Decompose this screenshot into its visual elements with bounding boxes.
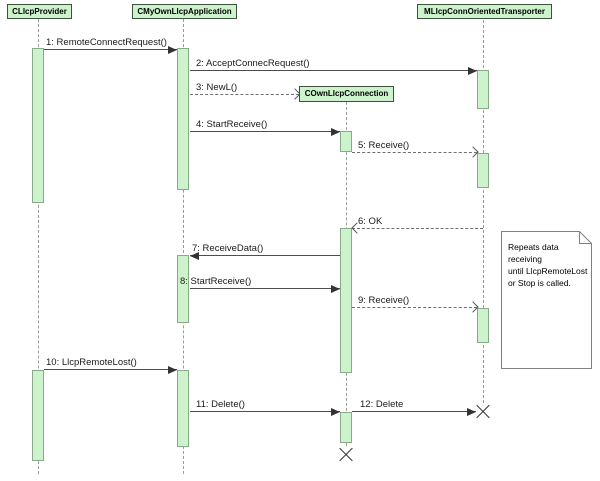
message-7-label: 7: ReceiveData() (192, 243, 264, 254)
message-2-label: 2: AcceptConnecRequest() (196, 58, 310, 69)
message-1-line (44, 49, 177, 50)
arrow-right-icon (168, 46, 177, 54)
message-11-line (190, 411, 340, 412)
message-2-line (190, 70, 477, 71)
message-3-line (190, 94, 299, 95)
arrow-left-icon (190, 252, 199, 260)
lifeline-head-cmyownllcpapplication: CMyOwnLlcpApplication (132, 4, 237, 19)
arrow-right-icon (331, 128, 340, 136)
message-1-label: 1: RemoteConnectRequest() (46, 37, 167, 48)
message-10-line (44, 369, 177, 370)
lifeline-mllcpconnorientedtransporter (483, 20, 484, 403)
arrow-right-icon (331, 408, 340, 416)
message-4-line (190, 131, 340, 132)
activation-connection-2 (340, 228, 352, 373)
message-5-line (352, 152, 477, 153)
message-9-label: 9: Receive() (358, 295, 410, 306)
arrow-right-icon (168, 366, 177, 374)
activation-app-2 (177, 255, 189, 323)
arrow-right-icon (468, 67, 477, 75)
activation-connection-3 (340, 412, 352, 443)
message-8-label: 8: StartReceive() (180, 276, 252, 287)
lifeline-head-label: COwnLlcpConnection (304, 89, 389, 98)
message-5-label: 5: Receive() (358, 140, 410, 151)
message-6-label: 6: OK (358, 216, 383, 227)
message-4-label: 4: StartReceive() (196, 119, 268, 130)
activation-provider-2 (32, 370, 44, 461)
message-9-line (352, 307, 477, 308)
lifeline-head-label: CLlcpProvider (12, 6, 67, 16)
message-12-label: 12: Delete (360, 399, 404, 410)
lifeline-cmyownllcpapplication (183, 19, 184, 474)
arrow-right-icon (467, 408, 476, 416)
lifeline-head-cllcpprovider: CLlcpProvider (7, 4, 72, 19)
arrow-right-icon (331, 285, 340, 293)
note-line-2: until LlcpRemoteLost (508, 266, 588, 276)
activation-transporter-3 (477, 308, 489, 343)
lifeline-head-mllcpconnorientedtransporter: MLlcpConnOrientedTransporter (417, 4, 552, 19)
activation-connection-1 (340, 131, 352, 152)
message-8-line (190, 288, 340, 289)
note-line-1: Repeats data receiving (508, 242, 559, 264)
lifeline-head-label: MLlcpConnOrientedTransporter (424, 6, 545, 16)
destroy-x-icon-connection (337, 445, 355, 463)
activation-transporter-2 (477, 153, 489, 188)
message-11-label: 11: Delete() (196, 399, 245, 410)
activation-app-1 (177, 48, 189, 190)
activation-provider-1 (32, 48, 44, 203)
message-3-label: 3: NewL() (196, 82, 238, 93)
message-7-line (190, 255, 340, 256)
note-text: Repeats data receiving until LlcpRemoteL… (508, 241, 588, 289)
destroy-x-icon-transporter (474, 402, 492, 420)
message-6-line (352, 228, 483, 229)
message-10-label: 10: LlcpRemoteLost() (46, 357, 137, 368)
lifeline-head-label: CMyOwnLlcpApplication (137, 6, 232, 16)
note-line-3: or Stop is called. (508, 278, 571, 288)
message-12-line (352, 411, 476, 412)
lifeline-cllcpprovider (38, 19, 39, 474)
note-shape (501, 231, 592, 369)
lifeline-head-cownllcpconnection: COwnLlcpConnection (299, 86, 394, 102)
activation-transporter-1 (477, 70, 489, 109)
activation-app-3 (177, 370, 189, 447)
